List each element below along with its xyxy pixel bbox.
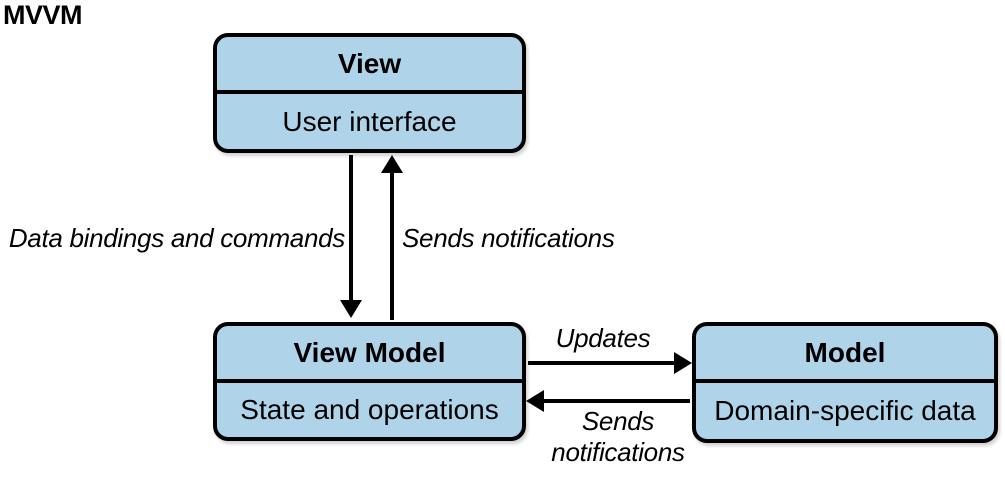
node-model-subtitle: Domain-specific data bbox=[714, 395, 976, 426]
arrow-view-model-to-model bbox=[528, 352, 692, 374]
edge-label-sends-notifications-horizontal: Sends notifications bbox=[551, 406, 685, 467]
node-view-model: View Model State and operations bbox=[213, 322, 526, 441]
edge-label-updates: Updates bbox=[555, 323, 651, 353]
node-view-model-subtitle: State and operations bbox=[240, 394, 499, 425]
node-model-title: Model bbox=[696, 326, 994, 383]
arrow-view-model-to-view bbox=[381, 155, 403, 320]
node-view-subtitle: User interface bbox=[282, 105, 457, 137]
edge-label-data-bindings-and-commands: Data bindings and commands bbox=[8, 223, 345, 253]
node-model: Model Domain-specific data bbox=[692, 322, 998, 443]
node-view-model-title: View Model bbox=[217, 326, 522, 383]
node-view-title: View bbox=[217, 37, 522, 94]
edge-label-sends-notifications-vertical: Sends notifications bbox=[402, 223, 615, 253]
diagram-title: MVVM bbox=[3, 0, 83, 30]
node-view: View User interface bbox=[213, 33, 526, 153]
